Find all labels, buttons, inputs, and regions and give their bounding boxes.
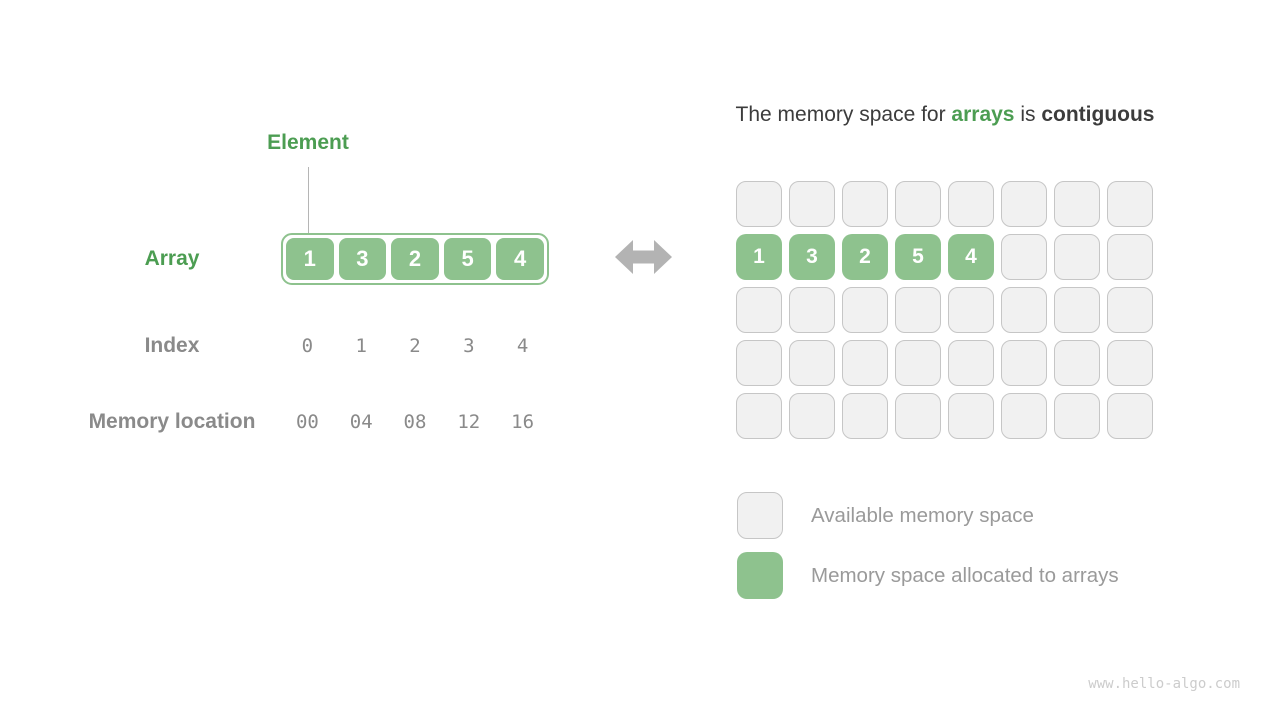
index-row: 0 1 2 3 4 [283,333,547,359]
available-memory-cell [948,287,994,333]
available-memory-cell [842,340,888,386]
memory-title: The memory space for arrays is contiguou… [711,101,1179,129]
available-memory-cell [842,181,888,227]
available-memory-cell [1054,234,1100,280]
title-text-prefix: The memory space for [735,103,952,126]
available-memory-cell [895,287,941,333]
allocated-memory-cell: 1 [736,234,782,280]
allocated-memory-cell: 4 [948,234,994,280]
index-label: Index [144,334,200,357]
index-value: 2 [409,335,421,357]
allocated-memory-cell: 3 [789,234,835,280]
available-memory-cell [1107,340,1153,386]
available-memory-swatch [737,492,783,539]
array-cell: 1 [286,238,334,280]
available-memory-cell [789,340,835,386]
memory-location-value: 04 [349,411,373,433]
available-memory-cell [1107,234,1153,280]
allocated-memory-swatch [737,552,783,599]
available-memory-cell [1001,234,1047,280]
available-memory-cell [789,393,835,439]
index-value: 3 [463,335,475,357]
available-memory-cell [895,393,941,439]
array-cell: 5 [443,238,492,280]
legend-label-available: Available memory space [811,503,1034,527]
available-memory-cell [736,340,782,386]
available-memory-cell [1054,340,1100,386]
available-memory-cell [1054,393,1100,439]
array-cell: 4 [496,238,544,280]
available-memory-cell [1001,393,1047,439]
available-memory-cell [842,393,888,439]
available-memory-cell [1107,287,1153,333]
memory-location-value: 08 [403,411,427,433]
index-value: 1 [355,335,367,357]
memory-location-label: Memory location [88,410,256,433]
legend: Available memory space Memory space allo… [737,492,1119,612]
available-memory-cell [1001,287,1047,333]
title-text-middle: is [1014,103,1042,126]
available-memory-cell [736,287,782,333]
available-memory-cell [1107,393,1153,439]
double-arrow-icon [615,237,672,277]
allocated-memory-cell: 5 [895,234,941,280]
element-label: Element [267,131,349,154]
array-cell: 3 [338,238,387,280]
index-value: 0 [301,335,314,357]
legend-item-available: Available memory space [737,492,1119,539]
available-memory-cell [948,393,994,439]
available-memory-cell [1001,340,1047,386]
title-contiguous-emphasis: contiguous [1041,103,1155,126]
array-label: Array [144,247,200,270]
available-memory-cell [895,340,941,386]
index-value: 4 [516,335,529,357]
available-memory-cell [842,287,888,333]
title-arrays-highlight: arrays [951,103,1015,126]
legend-item-allocated: Memory space allocated to arrays [737,552,1119,599]
available-memory-cell [789,287,835,333]
legend-label-allocated: Memory space allocated to arrays [811,563,1119,587]
available-memory-cell [948,181,994,227]
available-memory-cell [1001,181,1047,227]
available-memory-cell [895,181,941,227]
memory-location-row: 00 04 08 12 16 [283,409,547,435]
array-cell: 2 [391,238,439,280]
available-memory-cell [948,340,994,386]
memory-location-value: 16 [511,411,535,433]
element-connector-line [308,167,309,233]
available-memory-cell [1054,287,1100,333]
memory-location-value: 00 [295,411,319,433]
available-memory-cell [789,181,835,227]
available-memory-cell [1107,181,1153,227]
available-memory-cell [736,181,782,227]
available-memory-cell [736,393,782,439]
watermark: www.hello-algo.com [1088,676,1240,692]
available-memory-cell [1054,181,1100,227]
allocated-memory-cell: 2 [842,234,888,280]
memory-location-value: 12 [457,411,481,433]
